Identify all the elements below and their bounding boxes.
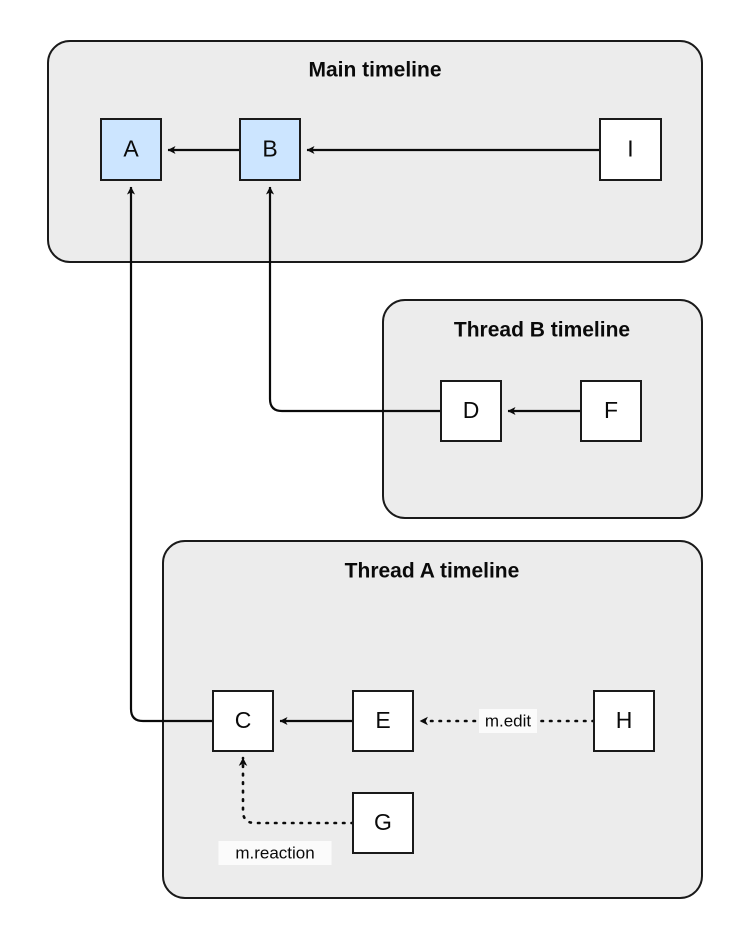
event-node-box-I[interactable]: [599, 118, 662, 181]
event-node-C[interactable]: C: [212, 690, 274, 752]
event-node-D[interactable]: D: [440, 380, 502, 442]
event-node-I[interactable]: I: [599, 118, 662, 181]
edge-label-backdrop-H-to-E: [479, 709, 537, 733]
event-node-box-E[interactable]: [352, 690, 414, 752]
event-node-label-G: G: [374, 809, 392, 835]
event-node-label-I: I: [627, 136, 633, 162]
event-node-label-F: F: [604, 397, 618, 423]
event-node-label-B: B: [262, 136, 277, 162]
edge-C-to-A: [126, 186, 213, 723]
timeline-edge-labels: m.edit m.reaction: [218, 709, 537, 865]
event-node-A[interactable]: A: [100, 118, 162, 181]
edge-label-text-H-to-E: m.edit: [485, 711, 532, 730]
event-node-label-C: C: [235, 707, 252, 733]
timeline-group-thread-b: Thread B timeline: [382, 299, 703, 519]
edge-label-text-G-to-C: m.reaction: [235, 843, 314, 862]
event-node-box-A[interactable]: [100, 118, 162, 181]
edge-label-H-to-E: m.edit: [479, 709, 537, 733]
group-container-thread-a: [162, 540, 703, 899]
timeline-group-thread-a: Thread A timeline: [162, 540, 703, 899]
event-node-box-C[interactable]: [212, 690, 274, 752]
edge-label-backdrop-G-to-C: [218, 841, 332, 865]
event-node-box-G[interactable]: [352, 792, 414, 854]
event-node-label-D: D: [463, 397, 480, 423]
event-node-E[interactable]: E: [352, 690, 414, 752]
edge-label-G-to-C: m.reaction: [218, 841, 332, 865]
event-node-label-A: A: [123, 136, 139, 162]
edge-D-to-B: [265, 186, 441, 413]
event-node-B[interactable]: B: [239, 118, 301, 181]
event-node-box-B[interactable]: [239, 118, 301, 181]
group-container-main: [47, 40, 703, 263]
group-title-thread-a: Thread A timeline: [345, 560, 520, 583]
event-node-H[interactable]: H: [593, 690, 655, 752]
event-node-box-D[interactable]: [440, 380, 502, 442]
group-title-thread-b: Thread B timeline: [454, 319, 630, 342]
event-node-box-H[interactable]: [593, 690, 655, 752]
timeline-nodes: A B I D F C E H G: [100, 118, 662, 854]
timeline-group-main: Main timeline: [47, 40, 703, 263]
event-node-G[interactable]: G: [352, 792, 414, 854]
event-node-box-F[interactable]: [580, 380, 642, 442]
group-container-thread-b: [382, 299, 703, 519]
group-title-main: Main timeline: [308, 59, 441, 82]
event-node-label-H: H: [616, 707, 633, 733]
event-node-label-E: E: [375, 707, 390, 733]
event-node-F[interactable]: F: [580, 380, 642, 442]
